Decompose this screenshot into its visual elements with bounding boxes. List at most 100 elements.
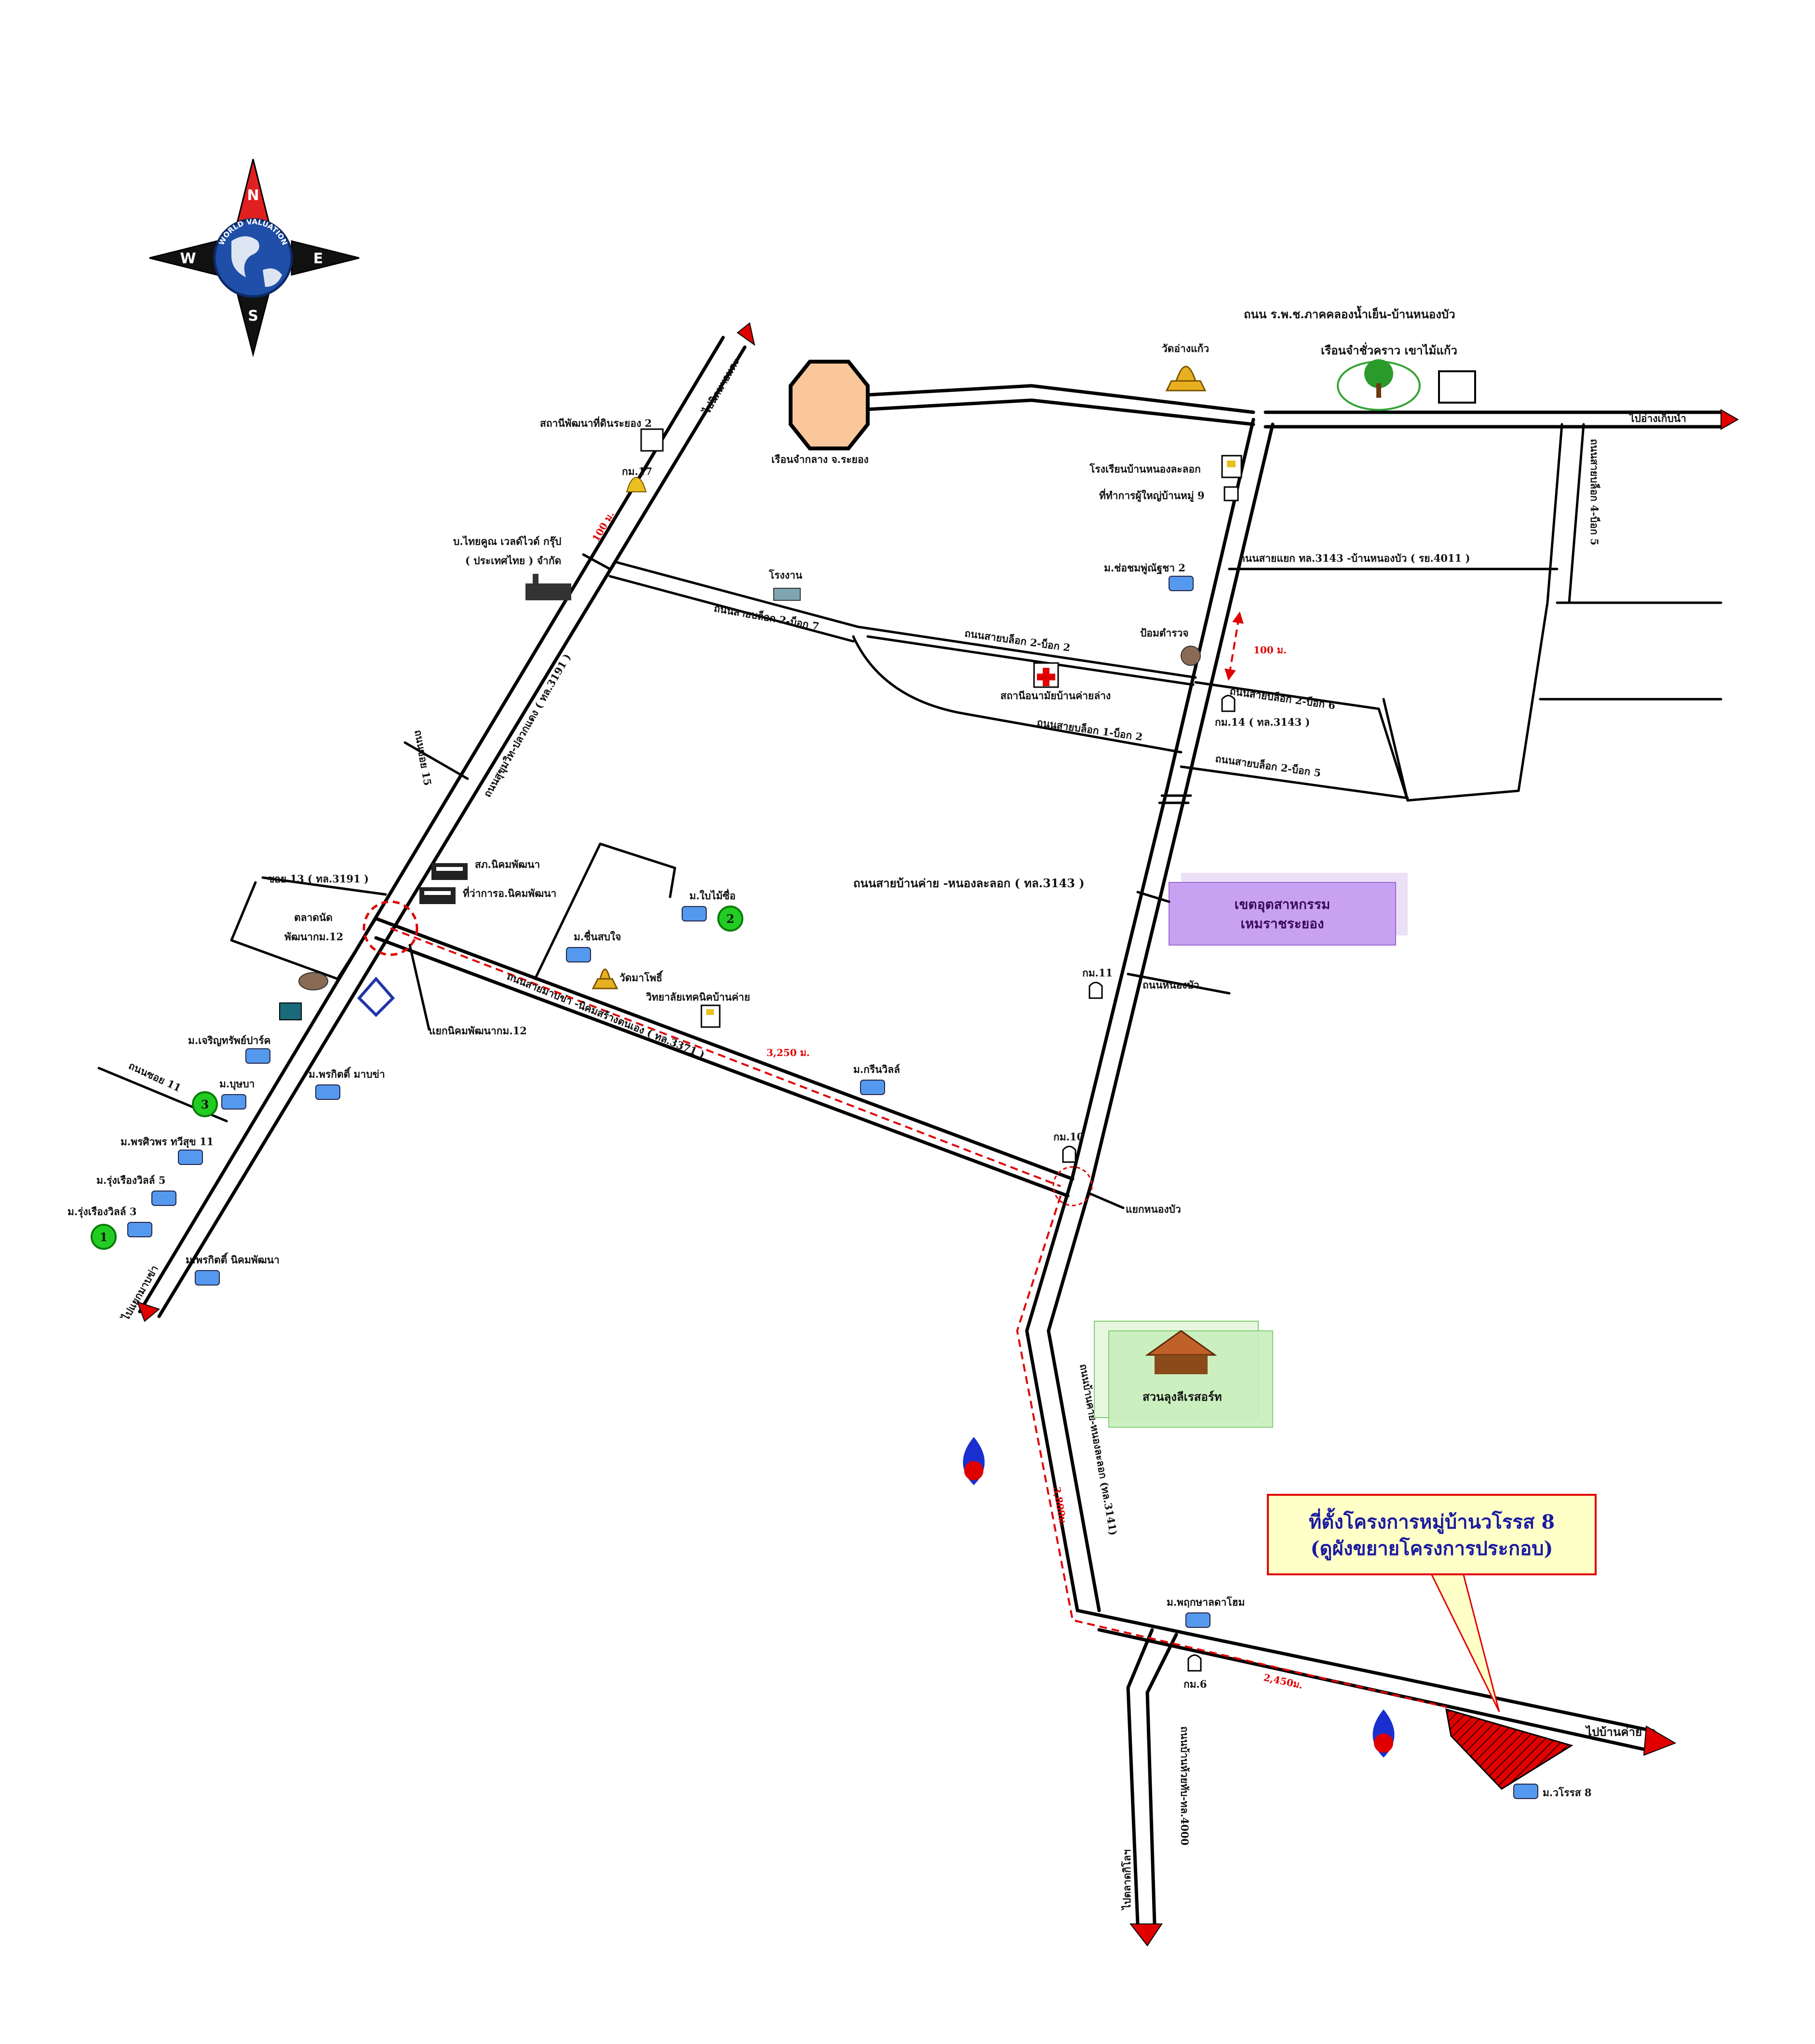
road-3371-top — [374, 917, 1075, 1181]
marker-3-label: 3 — [201, 1097, 209, 1111]
label-block-1-2: ถนนสายบล็อก 1-บ็อก 2 — [1036, 716, 1143, 743]
marker-2-label: 2 — [726, 912, 735, 926]
label-nikom-police: สภ.นิคมพัฒนา — [475, 858, 540, 870]
label-industrial-zone-2: เหมราชระยอง — [1240, 916, 1324, 932]
label-junction-12: แยกนิคมพัฒนากม.12 — [429, 1025, 527, 1037]
village-pattana-icon — [315, 1084, 340, 1100]
road-labels: ถนน ร.พ.ช.ภาคคลองน้ำเย็น-บ้านหนองบัว ไปอ… — [119, 305, 1686, 1910]
label-junction-nongbua: แยกหนองบัว — [1126, 1203, 1181, 1215]
label-police-box: ป้อมตำรวจ — [1140, 627, 1189, 639]
arrow-top-right-icon — [1721, 409, 1739, 430]
km10-post-icon — [1062, 1146, 1076, 1163]
road-3191-left — [138, 336, 725, 1313]
temple-icon — [592, 968, 618, 989]
small-factory-icon — [773, 588, 801, 601]
km6-post-icon — [1187, 1654, 1202, 1672]
label-wat-pho: วัดมาโพธิ์ — [619, 970, 663, 984]
compass-w-label: W — [180, 250, 196, 267]
road-block-2-5 — [1180, 765, 1409, 799]
village-rungrueang-3-icon — [127, 1222, 152, 1237]
label-km17: กม.17 — [622, 465, 652, 477]
label-road-3143: ถนนสายบ้านค่าย -หนองละลอก ( ทล.3143 ) — [853, 876, 1085, 890]
prison-icon — [789, 360, 870, 450]
road-block-2-6 — [1194, 681, 1409, 802]
road-3143-left — [1025, 418, 1255, 1612]
compass-s-label: S — [248, 308, 258, 325]
village-near-icon — [1185, 1612, 1210, 1628]
label-resort: สวนลุงลีเรสอร์ท — [1143, 1390, 1222, 1405]
zone-pointer — [1136, 891, 1170, 903]
landmarks: เรือนจำกลาง จ.ระยอง สถานีพัฒนาที่ดินระยอ… — [67, 342, 1597, 1799]
label-right-vertical: ถนนสายบล็อก 4-บ็อก 5 — [1588, 439, 1601, 545]
label-top-highway: ถนน ร.พ.ช.ภาคคลองน้ำเย็น-บ้านหนองบัว — [1244, 305, 1455, 321]
village-chuen-icon — [566, 947, 591, 962]
label-wat-ang: วัดอ่างแก้ว — [1162, 342, 1209, 354]
village-pattana-2-icon — [178, 1150, 203, 1165]
route-line-3143 — [1016, 1195, 1447, 1708]
road-soi-13 — [261, 876, 387, 896]
callout-line-2: (ดูผังขยายโครงการประกอบ) — [1311, 1537, 1553, 1560]
bell-icon — [626, 477, 647, 492]
reservoir-box-icon — [1438, 370, 1476, 404]
label-village-rungrueang-5: ม.รุ่งเรืองวิลล์ 5 — [96, 1174, 165, 1187]
road-village-loop — [534, 842, 676, 980]
label-bottom-left-arrow: ไปแยกมาบข่า — [119, 1263, 161, 1324]
arrow-top-left-icon — [737, 322, 755, 346]
label-km6: กม.6 — [1183, 1678, 1207, 1690]
label-village-pattana-2: ม.พรศิวพร ทวีสุข 11 — [121, 1136, 214, 1149]
road-block-4-5-b — [1568, 423, 1585, 604]
office-box-icon — [1223, 486, 1239, 501]
label-block-2-6: ถนนสายบล็อก 2-บ็อก 6 — [1229, 684, 1336, 712]
road-bottom-vert-2 — [1145, 1633, 1178, 1926]
label-km11: กม.11 — [1082, 967, 1113, 979]
market-icon — [298, 972, 328, 990]
college-icon — [700, 1004, 721, 1028]
label-km14: กม.14 ( ทล.3143 ) — [1215, 716, 1310, 728]
label-nikom-office: ที่ว่าการอ.นิคมพัฒนา — [463, 886, 556, 899]
arrow-bottom-left-icon — [136, 1301, 161, 1322]
overpass-mark — [1158, 794, 1192, 804]
village-rungrueang-5-icon — [151, 1191, 176, 1206]
road-block-2-7-b — [608, 575, 855, 643]
label-road-3191: ถนนสุขุมวิท-ปลวกแดง ( ทล.3191 ) — [481, 651, 574, 799]
km14-post-icon — [1221, 695, 1236, 712]
arrow-bottom-right-icon — [1643, 1725, 1677, 1756]
compass-n-label: N — [247, 187, 259, 204]
bank-blue-icon — [357, 976, 395, 1017]
label-road-3143-branch: ถนนสายแยก ทล.3143 -บ้านหนองบัว ( รย.4011… — [1239, 552, 1470, 564]
label-km10: กม.10 — [1053, 1131, 1084, 1143]
road-3191-right — [157, 345, 747, 1318]
road-nongbua-soi — [1127, 973, 1231, 995]
label-village-near: ม.พฤกษาลดาโฮม — [1167, 1596, 1245, 1608]
label-prison: เรือนจำกลาง จ.ระยอง — [771, 453, 869, 465]
label-thai-group: บ.ไทยคูณ เวลด์ไวด์ กรุ๊ป — [453, 535, 561, 548]
road-bottom-1 — [1076, 1609, 1655, 1733]
route-dist-100-top — [1224, 611, 1244, 681]
district-office-icon — [419, 887, 456, 904]
label-village-pattana: ม.พรกิตติ์ มาบข่า — [309, 1067, 385, 1080]
label-soi-11: ถนนซอย 11 — [127, 1059, 183, 1094]
village-rungrueang-2-icon — [221, 1094, 246, 1110]
label-soi-13: ซอย 13 ( ทล.3191 ) — [268, 873, 369, 885]
label-right-arrow-bottom: ไปบ้านค่าย — [1585, 1725, 1642, 1739]
label-village-rungrueang-3: ม.รุ่งเรืองวิลล์ 3 — [67, 1205, 136, 1218]
compass-east-arrow — [291, 240, 360, 276]
km11-post-icon — [1089, 982, 1103, 999]
label-village-charoen: ม.เจริญทรัพย์ปาร์ค — [188, 1034, 271, 1047]
callout-line-1: ที่ตั้งโครงการหมู่บ้านวโรรส 8 — [1309, 1508, 1555, 1534]
box-station-icon — [640, 428, 664, 452]
fuel-station-icon-1 — [963, 1437, 985, 1485]
label-block-2-5: ถนนสายบล็อก 2-บ็อก 5 — [1214, 752, 1322, 779]
label-village-project: ม.วโรรส 8 — [1543, 1787, 1592, 1799]
callout-box — [1267, 1494, 1597, 1575]
junction-12-pointer — [408, 944, 430, 1031]
label-village-bai: ม.ใบไม้ซื่อ — [689, 888, 736, 902]
marker-1 — [91, 1224, 117, 1250]
road-block-2-2 — [866, 635, 1195, 686]
road-thai-group-access — [582, 553, 611, 570]
road-top-prison-2 — [856, 398, 1255, 426]
fuel-station-icon-2 — [1372, 1709, 1395, 1758]
junction-nongbua-pointer — [1088, 1192, 1125, 1209]
compass-e-label: E — [313, 250, 323, 267]
